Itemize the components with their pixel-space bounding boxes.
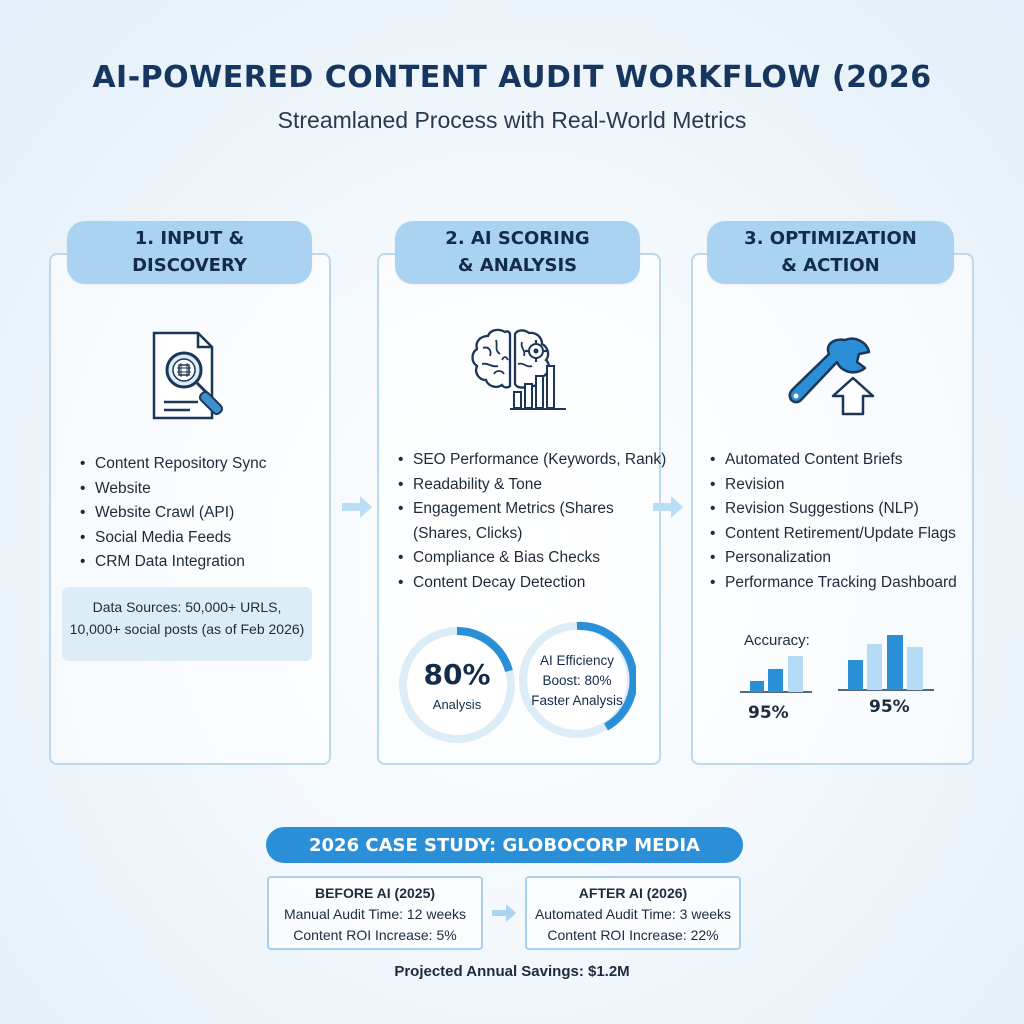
efficiency-line3: Faster Analysis	[531, 693, 623, 708]
brain-chart-icon	[471, 328, 566, 410]
data-sources-note: Data Sources: 50,000+ URLS, 10,000+ soci…	[62, 587, 312, 661]
before-ai-heading: BEFORE AI (2025)	[314, 885, 436, 901]
wrench-upload-icon	[788, 337, 875, 416]
projected-savings: Projected Annual Savings: $1.2M	[394, 963, 630, 980]
data-sources-line2: 10,000+ social posts (as of Feb 2026)	[69, 621, 305, 637]
efficiency-line1: AI Efficiency	[539, 653, 615, 668]
bullet-item: Content Decay Detection	[398, 571, 666, 596]
analysis-metric-label: Analysis	[432, 697, 482, 712]
before-ai-line2: Content ROI Increase: 5%	[293, 927, 457, 943]
bullet-item: CRM Data Integration	[80, 550, 266, 575]
accuracy-bar	[907, 647, 923, 690]
page-subtitle: Streamlaned Process with Real-World Metr…	[277, 107, 747, 133]
accuracy-bar-chart-1	[740, 656, 812, 693]
accuracy-value-1: 95%	[748, 703, 789, 723]
bullet-item: Content Repository Sync	[80, 452, 266, 477]
after-ai-line2: Content ROI Increase: 22%	[547, 927, 719, 943]
step-title-scoring: 2. AI SCORING & ANALYSIS	[395, 221, 640, 284]
after-ai-heading: AFTER AI (2026)	[578, 885, 688, 901]
analysis-ring-gauge	[399, 627, 515, 743]
before-ai-box: BEFORE AI (2025) Manual Audit Time: 12 w…	[267, 876, 483, 950]
bullet-item: Social Media Feeds	[80, 526, 266, 551]
accuracy-bar	[750, 681, 764, 692]
efficiency-line2: Boost: 80%	[542, 673, 612, 688]
before-after-arrow-icon	[492, 904, 516, 922]
after-ai-line1: Automated Audit Time: 3 weeks	[534, 906, 732, 922]
bullet-item: Performance Tracking Dashboard	[710, 571, 957, 596]
step-title-input: 1. INPUT & DISCOVERY	[67, 221, 312, 284]
accuracy-value-2: 95%	[869, 697, 910, 717]
accuracy-label: Accuracy:	[744, 632, 810, 649]
bullet-item: Website	[80, 477, 266, 502]
efficiency-ring-gauge	[519, 621, 636, 738]
step-scoring-bullets: SEO Performance (Keywords, Rank) Readabi…	[398, 448, 666, 596]
document-search-icon	[152, 331, 224, 420]
accuracy-bar	[788, 656, 803, 692]
accuracy-bar	[768, 669, 783, 692]
case-study-banner: 2026 CASE STUDY: GLOBOCORP MEDIA	[266, 827, 743, 863]
bullet-item: Readability & Tone	[398, 473, 666, 498]
bullet-item: Revision Suggestions (NLP)	[710, 497, 957, 522]
step-optimization-bullets: Automated Content Briefs Revision Revisi…	[710, 448, 957, 596]
analysis-metric-value: 80%	[423, 658, 491, 691]
bullet-item: SEO Performance (Keywords, Rank)	[398, 448, 666, 473]
accuracy-bar	[887, 635, 903, 690]
bullet-item: Automated Content Briefs	[710, 448, 957, 473]
bullet-item: Content Retirement/Update Flags	[710, 522, 957, 547]
data-sources-line1: Data Sources: 50,000+ URLS,	[92, 599, 282, 615]
after-ai-box: AFTER AI (2026) Automated Audit Time: 3 …	[525, 876, 741, 950]
efficiency-metric-text: AI Efficiency Boost: 80% Faster Analysis	[518, 651, 636, 711]
bullet-item: Personalization	[710, 546, 957, 571]
before-ai-line1: Manual Audit Time: 12 weeks	[283, 906, 467, 922]
bullet-item: (Shares, Clicks)	[413, 524, 523, 542]
accuracy-bar-chart-2	[838, 635, 934, 691]
flow-arrow-right-icon	[342, 496, 372, 518]
bullet-item: Compliance & Bias Checks	[398, 546, 666, 571]
flow-arrow-right-icon	[653, 496, 683, 518]
bullet-item: Engagement Metrics (Shares	[398, 497, 666, 522]
bullet-item: Revision	[710, 473, 957, 498]
page-title: AI-POWERED CONTENT AUDIT WORKFLOW (2026	[92, 60, 932, 95]
bullet-item: Website Crawl (API)	[80, 501, 266, 526]
accuracy-bar	[867, 644, 882, 690]
step-input-bullets: Content Repository Sync Website Website …	[80, 452, 266, 575]
step-title-optimization: 3. OPTIMIZATION & ACTION	[707, 221, 954, 284]
accuracy-bar	[848, 660, 863, 690]
